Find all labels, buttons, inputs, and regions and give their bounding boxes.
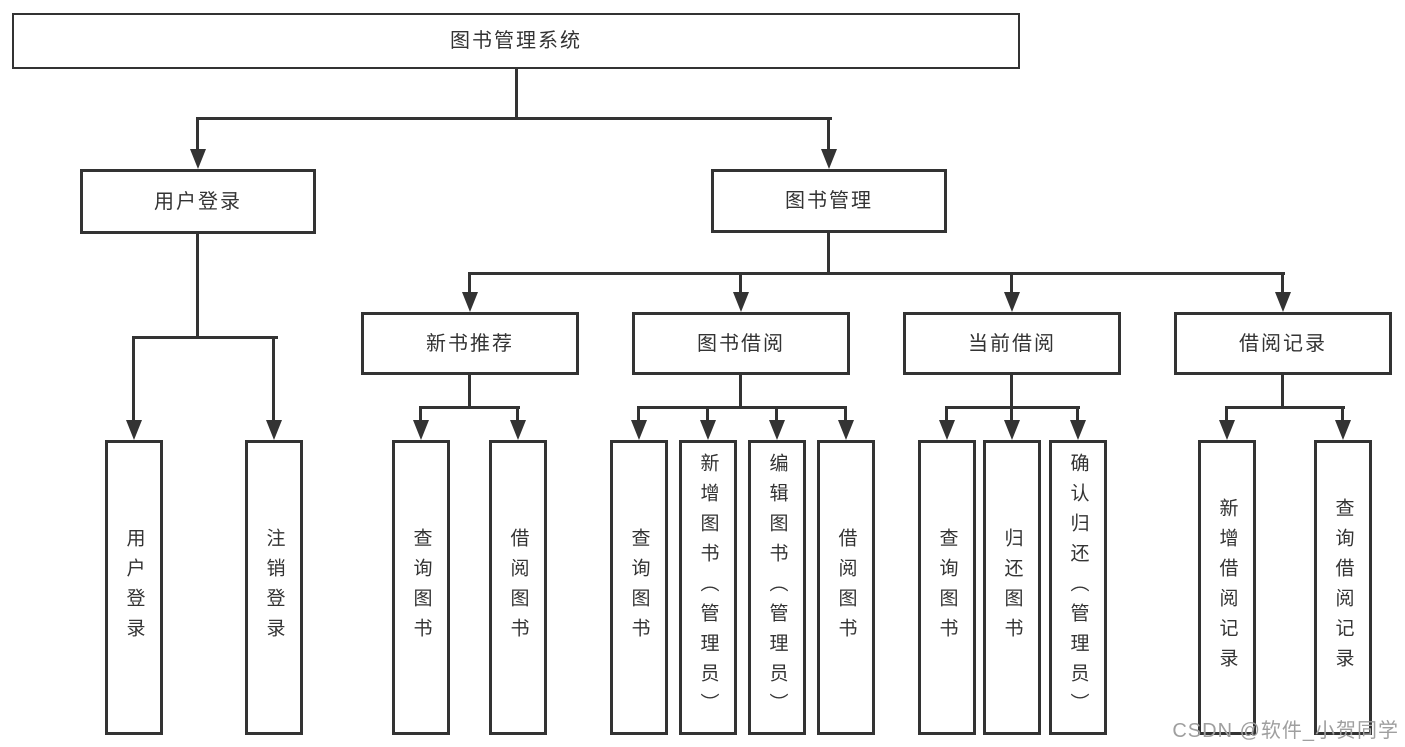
node-label: 查询借阅记录 <box>1332 497 1354 678</box>
connector-line <box>468 272 1285 275</box>
connector-line <box>706 406 709 422</box>
connector-arrowhead <box>1004 292 1020 312</box>
node-label: 新增图书（管理员） <box>697 452 719 723</box>
connector-arrowhead <box>413 420 429 440</box>
connector-line <box>468 375 471 409</box>
node-label: 借阅记录 <box>1239 332 1327 355</box>
node-label: 查询图书 <box>410 527 432 648</box>
connector-arrowhead <box>266 420 282 440</box>
connector-arrowhead <box>733 292 749 312</box>
connector-arrowhead <box>126 420 142 440</box>
connector-arrowhead <box>631 420 647 440</box>
connector-line <box>419 406 520 409</box>
node-label: 新书推荐 <box>426 332 514 355</box>
node-cb-return-books: 归还图书 <box>983 440 1041 735</box>
node-label: 查询图书 <box>628 527 650 648</box>
node-rec-query-books: 查询图书 <box>392 440 450 735</box>
node-br-query-record: 查询借阅记录 <box>1314 440 1372 735</box>
node-book-management: 图书管理 <box>711 169 947 233</box>
connector-line <box>637 406 847 409</box>
node-label: 借阅图书 <box>507 527 529 648</box>
connector-arrowhead <box>821 149 837 169</box>
node-book-borrow: 图书借阅 <box>632 312 850 375</box>
connector-line <box>1341 406 1344 422</box>
connector-line <box>132 336 278 339</box>
connector-arrowhead <box>1335 420 1351 440</box>
connector-line <box>739 375 742 409</box>
node-user-login: 用户登录 <box>80 169 316 234</box>
node-label: 新增借阅记录 <box>1216 497 1238 678</box>
connector-line <box>419 406 422 422</box>
node-label: 编辑图书（管理员） <box>766 452 788 723</box>
node-label: 图书借阅 <box>697 332 785 355</box>
node-label: 用户登录 <box>123 527 145 648</box>
connector-arrowhead <box>462 292 478 312</box>
node-borrow-records: 借阅记录 <box>1174 312 1392 375</box>
node-label: 用户登录 <box>154 190 242 213</box>
node-rec-borrow-books: 借阅图书 <box>489 440 547 735</box>
connector-arrowhead <box>1004 420 1020 440</box>
connector-line <box>1281 272 1284 295</box>
node-leaf-logout: 注销登录 <box>245 440 303 735</box>
connector-line <box>739 272 742 295</box>
connector-line <box>945 406 948 422</box>
connector-line <box>827 117 830 152</box>
node-label: 注销登录 <box>263 527 285 648</box>
connector-line <box>196 234 199 339</box>
connector-line <box>637 406 640 422</box>
connector-line <box>272 336 275 422</box>
node-bb-edit-books-admin: 编辑图书（管理员） <box>748 440 806 735</box>
node-label: 图书管理 <box>785 190 873 212</box>
connector-line <box>468 272 471 295</box>
connector-line <box>1225 406 1228 422</box>
node-br-add-record: 新增借阅记录 <box>1198 440 1256 735</box>
connector-arrowhead <box>769 420 785 440</box>
node-label: 图书管理系统 <box>450 30 582 52</box>
connector-line <box>196 117 832 120</box>
connector-line <box>1281 375 1284 409</box>
connector-arrowhead <box>939 420 955 440</box>
csdn-watermark: CSDN @软件_小贺同学 <box>1172 720 1399 742</box>
node-label: 归还图书 <box>1001 527 1023 648</box>
node-root: 图书管理系统 <box>12 13 1020 69</box>
connector-line <box>516 406 519 422</box>
node-bb-query-books: 查询图书 <box>610 440 668 735</box>
connector-arrowhead <box>190 149 206 169</box>
node-current-borrow: 当前借阅 <box>903 312 1121 375</box>
connector-arrowhead <box>838 420 854 440</box>
node-leaf-user-login: 用户登录 <box>105 440 163 735</box>
connector-line <box>827 233 830 275</box>
node-bb-borrow-books: 借阅图书 <box>817 440 875 735</box>
connector-line <box>1010 375 1013 409</box>
connector-line <box>1076 406 1079 422</box>
node-label: 借阅图书 <box>835 527 857 648</box>
connector-line <box>196 117 199 152</box>
node-cb-confirm-return-admin: 确认归还（管理员） <box>1049 440 1107 735</box>
connector-line <box>515 69 518 119</box>
connector-line <box>775 406 778 422</box>
node-label: 确认归还（管理员） <box>1067 452 1089 723</box>
connector-arrowhead <box>1070 420 1086 440</box>
connector-line <box>844 406 847 422</box>
node-cb-query-books: 查询图书 <box>918 440 976 735</box>
node-label: 查询图书 <box>936 527 958 648</box>
connector-line <box>1225 406 1345 409</box>
node-new-book-recommend: 新书推荐 <box>361 312 579 375</box>
connector-arrowhead <box>700 420 716 440</box>
connector-arrowhead <box>1219 420 1235 440</box>
connector-line <box>132 336 135 422</box>
connector-arrowhead <box>510 420 526 440</box>
connector-line <box>1010 272 1013 295</box>
connector-arrowhead <box>1275 292 1291 312</box>
node-label: 当前借阅 <box>968 332 1056 355</box>
connector-line <box>1010 406 1013 422</box>
node-bb-add-books-admin: 新增图书（管理员） <box>679 440 737 735</box>
